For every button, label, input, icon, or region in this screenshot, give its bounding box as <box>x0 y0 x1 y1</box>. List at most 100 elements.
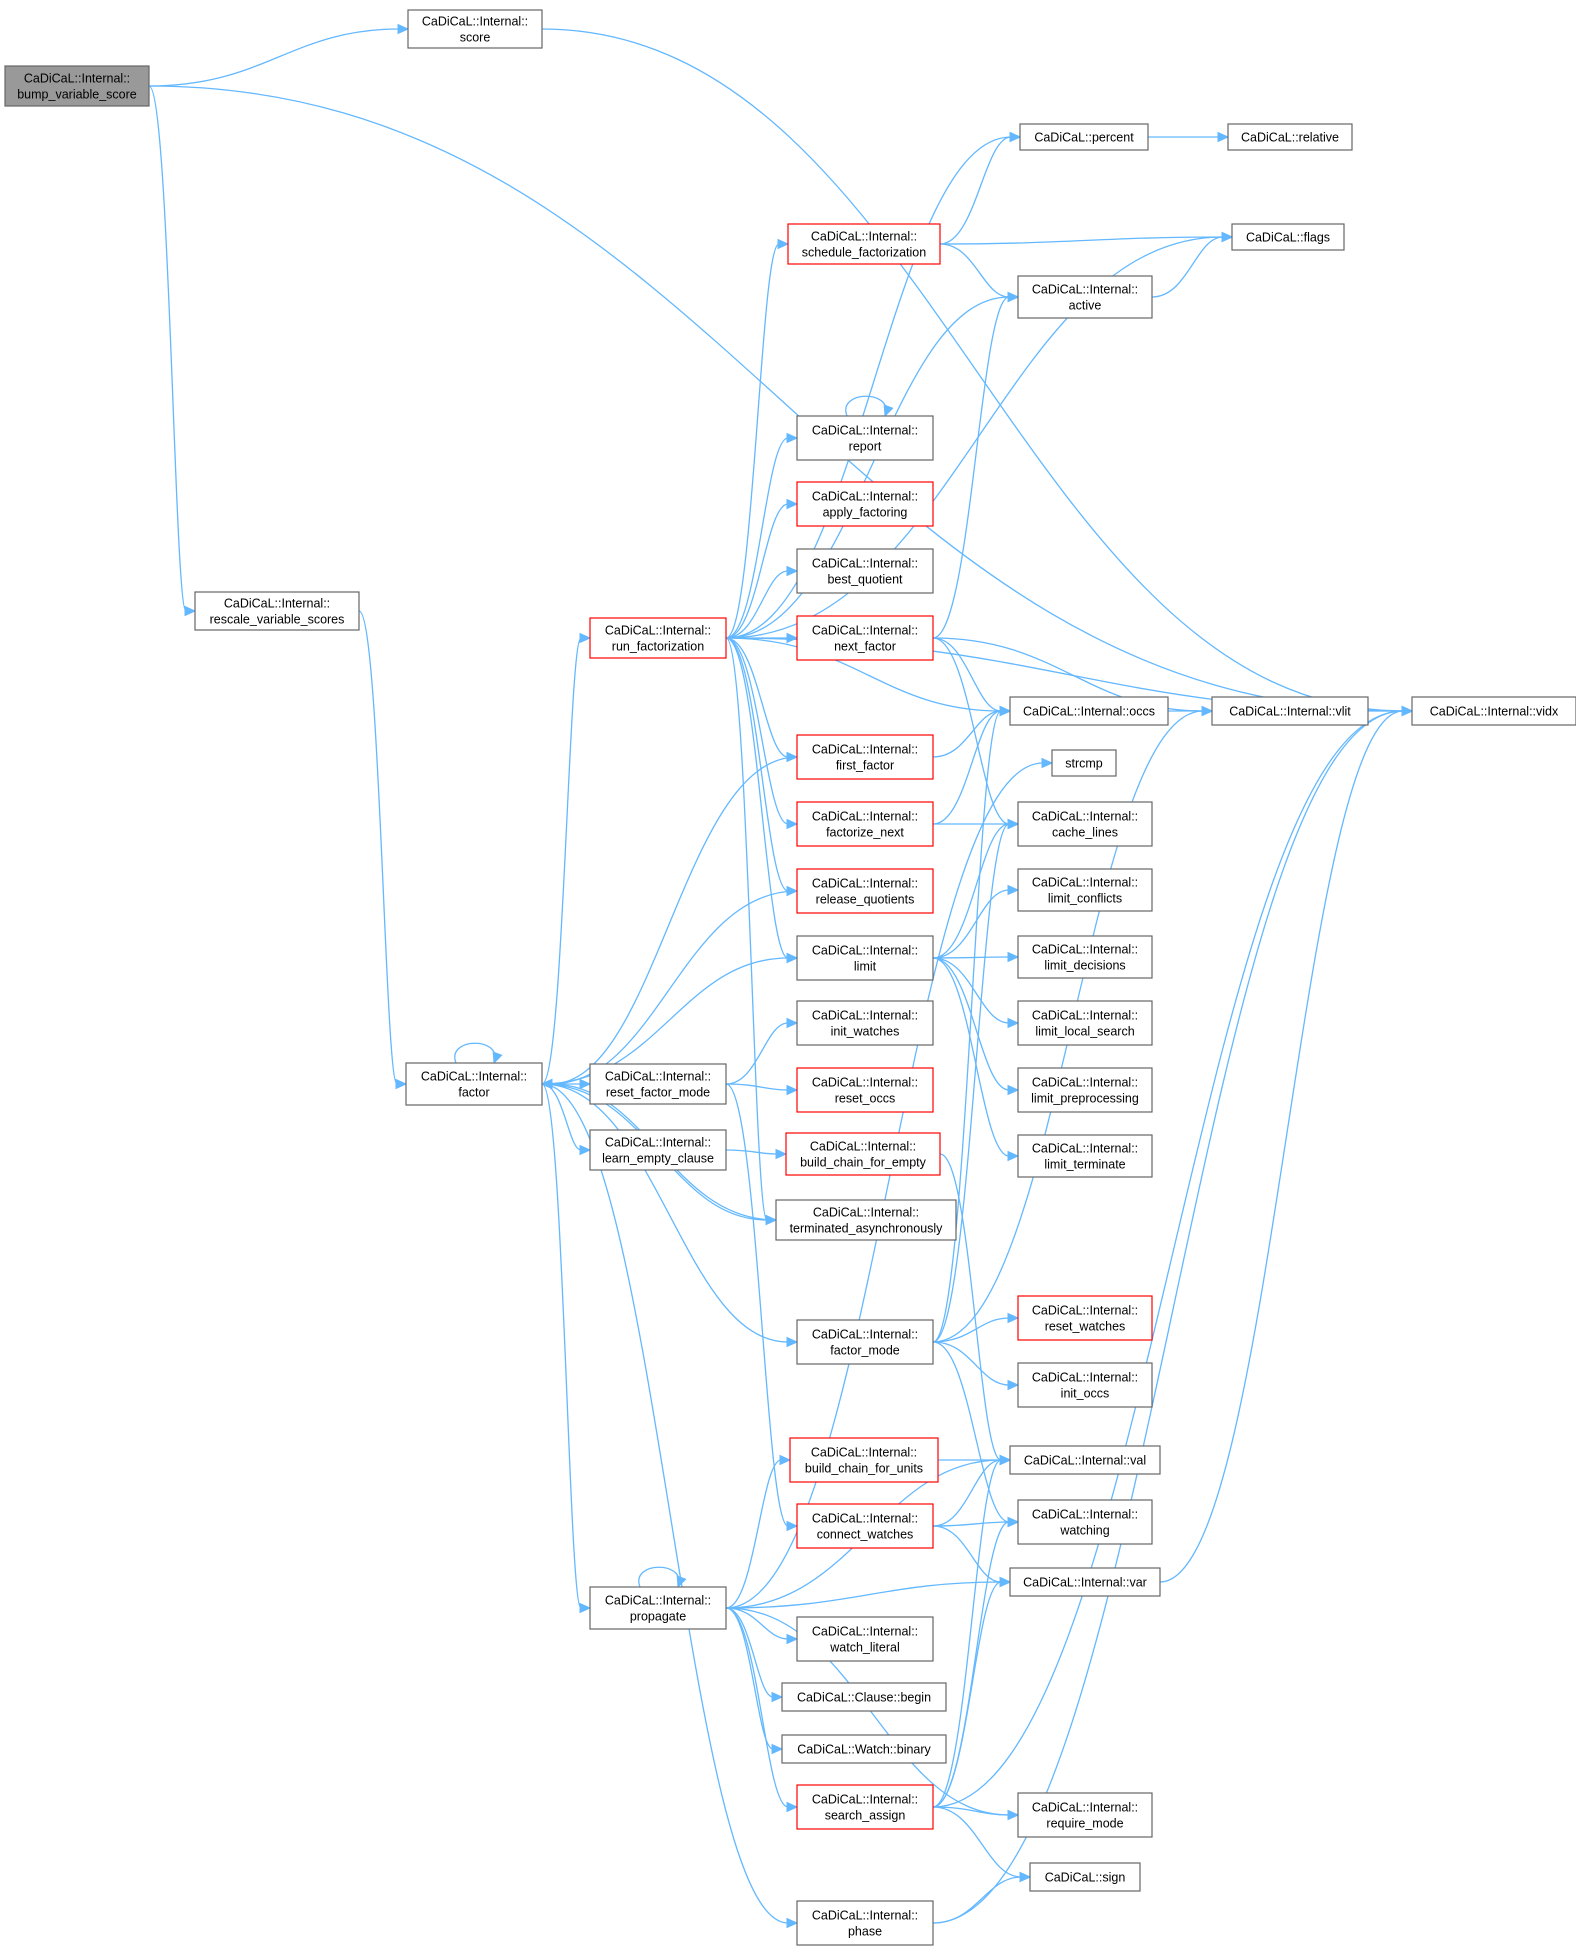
node-bump[interactable]: CaDiCaL::Internal::bump_variable_score <box>4 65 150 107</box>
node-sign[interactable]: CaDiCaL::sign <box>1029 1862 1141 1892</box>
node-release[interactable]: CaDiCaL::Internal::release_quotients <box>796 868 934 914</box>
node-label: reset_factor_mode <box>606 1086 710 1100</box>
node-factmode[interactable]: CaDiCaL::Internal::factor_mode <box>796 1319 934 1365</box>
node-learn[interactable]: CaDiCaL::Internal::learn_empty_clause <box>589 1129 727 1171</box>
edge-factor-to-factmode <box>541 1083 799 1348</box>
node-active[interactable]: CaDiCaL::Internal::active <box>1017 275 1153 319</box>
node-search[interactable]: CaDiCaL::Internal::search_assign <box>796 1784 934 1830</box>
node-label: CaDiCaL::Internal:: <box>421 1070 527 1084</box>
node-connw[interactable]: CaDiCaL::Internal::connect_watches <box>796 1503 934 1549</box>
node-bcunits[interactable]: CaDiCaL::Internal::build_chain_for_units <box>789 1437 939 1483</box>
edge-limit-to-limpre <box>932 957 1020 1096</box>
node-flags[interactable]: CaDiCaL::flags <box>1231 223 1345 251</box>
node-wbinary[interactable]: CaDiCaL::Watch::binary <box>781 1734 947 1764</box>
arrowhead-icon <box>883 404 894 418</box>
node-label: CaDiCaL::Internal:: <box>1032 1304 1138 1318</box>
node-label: CaDiCaL::Internal:: <box>812 624 918 638</box>
node-relative[interactable]: CaDiCaL::relative <box>1227 123 1353 151</box>
node-percent[interactable]: CaDiCaL::percent <box>1019 123 1149 151</box>
edge-line <box>541 1083 582 1609</box>
node-bestq[interactable]: CaDiCaL::Internal::best_quotient <box>796 548 934 594</box>
edge-schedule-to-flags <box>939 231 1234 245</box>
node-label: CaDiCaL::Internal:: <box>812 490 918 504</box>
edge-line <box>358 610 398 1085</box>
node-factor[interactable]: CaDiCaL::Internal::factor <box>405 1062 543 1106</box>
node-label: CaDiCaL::Internal:: <box>812 557 918 571</box>
edge-report-to-report <box>845 395 894 418</box>
node-bcempty[interactable]: CaDiCaL::Internal::build_chain_for_empty <box>785 1132 941 1176</box>
arrowhead-icon <box>771 1691 784 1703</box>
node-phase[interactable]: CaDiCaL::Internal::phase <box>796 1900 934 1946</box>
node-label: CaDiCaL::Internal:: <box>812 1793 918 1807</box>
edge-line <box>725 762 1044 1609</box>
edge-line <box>932 1341 1010 1386</box>
node-box <box>796 1319 934 1365</box>
edge-nextf-to-active <box>932 291 1020 639</box>
node-watchlit[interactable]: CaDiCaL::Internal::watch_literal <box>796 1616 934 1662</box>
edge-line <box>725 1459 782 1609</box>
node-box <box>405 1062 543 1106</box>
edge-line <box>932 1525 1002 1583</box>
node-resetw[interactable]: CaDiCaL::Internal::reset_watches <box>1017 1295 1153 1341</box>
node-watching[interactable]: CaDiCaL::Internal::watching <box>1017 1499 1153 1545</box>
node-occs[interactable]: CaDiCaL::Internal::occs <box>1009 696 1169 726</box>
node-reqmode[interactable]: CaDiCaL::Internal::require_mode <box>1017 1792 1153 1838</box>
edge-line <box>932 1806 1022 1878</box>
node-initoccs[interactable]: CaDiCaL::Internal::init_occs <box>1017 1362 1153 1408</box>
node-initw[interactable]: CaDiCaL::Internal::init_watches <box>796 1000 934 1046</box>
node-firstf[interactable]: CaDiCaL::Internal::first_factor <box>796 734 934 780</box>
node-runfact[interactable]: CaDiCaL::Internal::run_factorization <box>589 617 727 659</box>
node-label: CaDiCaL::flags <box>1246 231 1330 245</box>
node-propagate[interactable]: CaDiCaL::Internal::propagate <box>589 1586 727 1630</box>
arrowhead-icon <box>184 605 197 617</box>
node-var[interactable]: CaDiCaL::Internal::var <box>1009 1567 1161 1597</box>
node-box <box>796 481 934 527</box>
node-apply[interactable]: CaDiCaL::Internal::apply_factoring <box>796 481 934 527</box>
node-limpre[interactable]: CaDiCaL::Internal::limit_preprocessing <box>1017 1067 1153 1113</box>
node-limterm[interactable]: CaDiCaL::Internal::limit_terminate <box>1017 1134 1153 1178</box>
node-box <box>796 935 934 981</box>
node-label: next_factor <box>834 640 896 654</box>
node-limit[interactable]: CaDiCaL::Internal::limit <box>796 935 934 981</box>
node-rescale[interactable]: CaDiCaL::Internal::rescale_variable_scor… <box>194 591 360 631</box>
node-report[interactable]: CaDiCaL::Internal::report <box>796 415 934 461</box>
node-limdec[interactable]: CaDiCaL::Internal::limit_decisions <box>1017 935 1153 979</box>
node-clbegin[interactable]: CaDiCaL::Clause::begin <box>781 1682 947 1712</box>
node-label: cache_lines <box>1052 826 1118 840</box>
arrowhead-icon <box>779 1454 792 1466</box>
node-val[interactable]: CaDiCaL::Internal::val <box>1009 1445 1161 1475</box>
edge-factmode-to-cache <box>932 818 1020 1343</box>
node-vlit[interactable]: CaDiCaL::Internal::vlit <box>1211 696 1369 726</box>
node-label: schedule_factorization <box>802 246 926 260</box>
node-nextf[interactable]: CaDiCaL::Internal::next_factor <box>796 615 934 661</box>
edge-line <box>725 136 1012 639</box>
edge-line <box>725 1022 789 1085</box>
node-label: CaDiCaL::Internal:: <box>812 1512 918 1526</box>
node-resetfm[interactable]: CaDiCaL::Internal::reset_factor_mode <box>589 1063 727 1105</box>
node-cache[interactable]: CaDiCaL::Internal::cache_lines <box>1017 801 1153 847</box>
node-box <box>1411 696 1576 726</box>
edge-runfact-to-report <box>725 432 799 639</box>
node-box <box>796 615 934 661</box>
node-resetoccs[interactable]: CaDiCaL::Internal::reset_occs <box>796 1067 934 1113</box>
node-vidx[interactable]: CaDiCaL::Internal::vidx <box>1411 696 1576 726</box>
edge-line <box>725 637 789 892</box>
node-score[interactable]: CaDiCaL::Internal::score <box>407 9 543 49</box>
node-label: CaDiCaL::Internal:: <box>812 1625 918 1639</box>
node-label: CaDiCaL::Internal:: <box>605 624 711 638</box>
node-label: CaDiCaL::Internal:: <box>422 15 528 29</box>
node-strcmp[interactable]: strcmp <box>1051 749 1117 777</box>
edge-line <box>932 637 1002 712</box>
arrowhead-icon <box>786 1336 799 1348</box>
edge-line <box>932 957 1010 1091</box>
edge-line <box>454 1042 496 1064</box>
edge-connw-to-val <box>932 1454 1012 1527</box>
node-limloc[interactable]: CaDiCaL::Internal::limit_local_search <box>1017 1000 1153 1046</box>
node-label: reset_watches <box>1045 1320 1126 1334</box>
node-factnext[interactable]: CaDiCaL::Internal::factorize_next <box>796 801 934 847</box>
node-termasync[interactable]: CaDiCaL::Internal::terminated_asynchrono… <box>775 1199 957 1241</box>
node-limconf[interactable]: CaDiCaL::Internal::limit_conflicts <box>1017 868 1153 912</box>
node-label: first_factor <box>836 759 894 773</box>
node-schedule[interactable]: CaDiCaL::Internal::schedule_factorizatio… <box>787 223 941 265</box>
